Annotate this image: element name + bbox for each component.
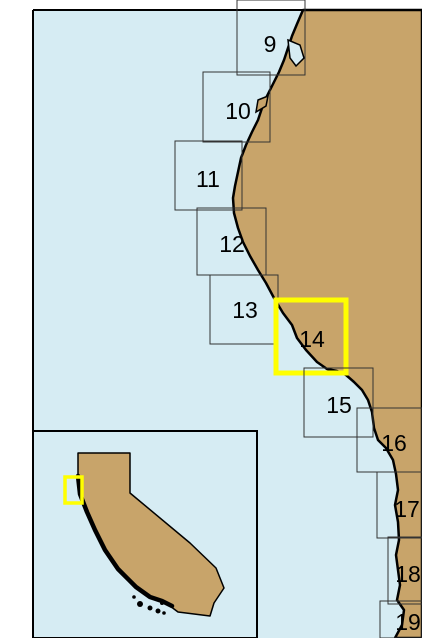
tile-14-label: 14 [299,326,325,352]
inset-highlight-box [63,475,84,505]
tile-9-label: 9 [264,31,277,57]
tile-19[interactable]: 19 [379,600,422,638]
tile-10-box[interactable] [202,71,271,143]
tile-16-label: 16 [381,430,407,456]
inset-island [132,595,136,599]
tile-11-label: 11 [196,166,220,192]
tile-10[interactable]: 10 [202,71,271,143]
tile-18[interactable]: 18 [387,536,422,605]
tile-17-box[interactable] [376,471,422,539]
tile-9-box[interactable] [236,0,306,76]
tile-17-label: 17 [394,496,420,522]
tile-18-label: 18 [395,561,421,587]
tile-15[interactable]: 15 [303,367,374,438]
inset-map [32,430,258,638]
tile-10-label: 10 [225,98,251,124]
land-mass [231,8,422,638]
coast-detail [254,94,270,114]
bay-detail [287,38,305,68]
inset-island [147,605,153,611]
inset-island [162,611,166,615]
tile-14[interactable]: 14 [273,297,349,376]
inset-island [137,601,143,607]
tile-14-box[interactable] [273,297,349,376]
inset-island [160,601,164,605]
tile-grid: 9 10 11 12 13 14 15 16 17 18 19 [174,0,422,638]
tile-9[interactable]: 9 [236,0,306,76]
tile-11[interactable]: 11 [174,140,243,211]
tile-17[interactable]: 17 [376,471,422,539]
tile-18-box[interactable] [387,536,422,605]
tile-19-box[interactable] [379,600,422,638]
tile-15-label: 15 [326,392,352,418]
tile-11-box[interactable] [174,140,243,211]
tile-13-label: 13 [232,297,258,323]
inset-island [155,608,161,614]
tile-19-label: 19 [395,609,421,635]
tile-15-box[interactable] [303,367,374,438]
tile-12-label: 12 [219,231,245,257]
